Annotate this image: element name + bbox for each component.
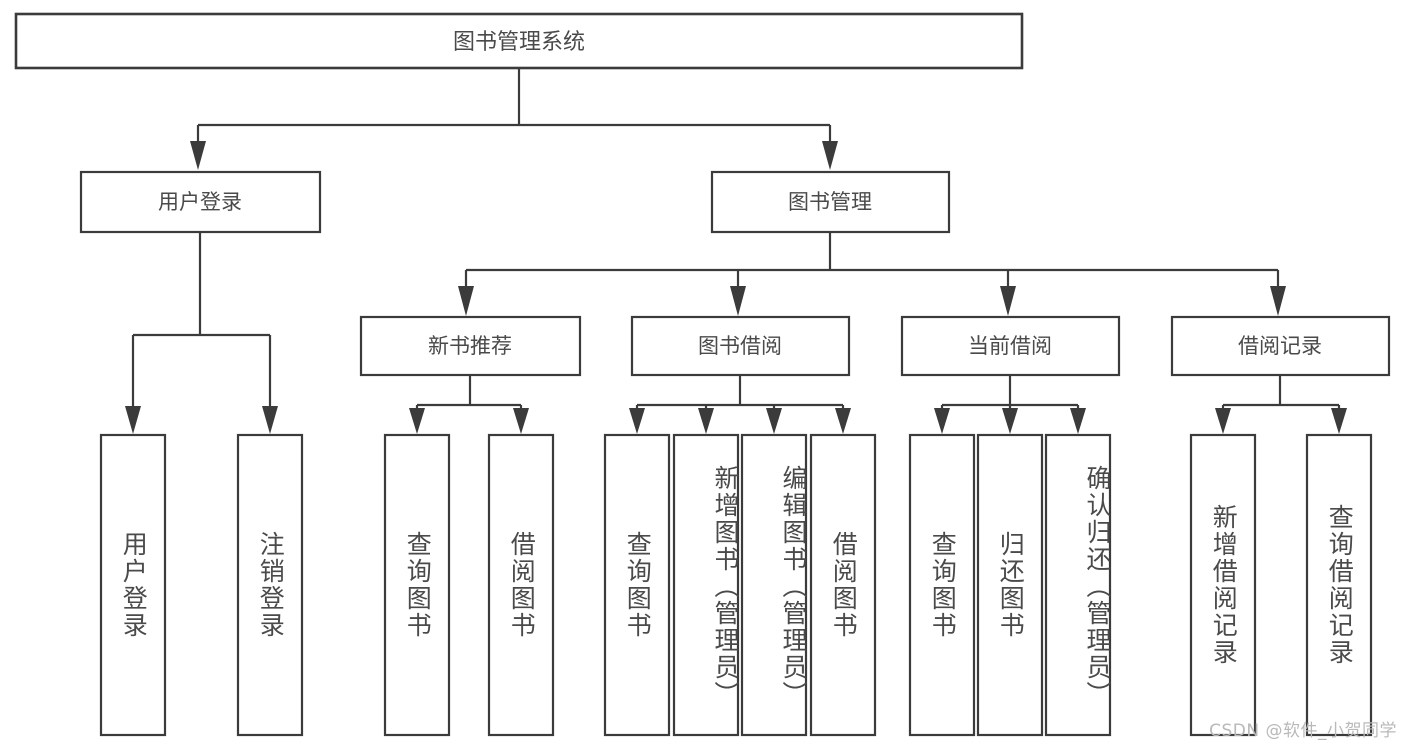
leaf-boxes-current-borrow: [908, 433, 1112, 737]
leaf-box-bb-borrow-book[interactable]: [809, 433, 877, 737]
new-book-recommend-label: 新书推荐: [428, 334, 512, 358]
arrow-to-leaf-br-1: [1215, 408, 1231, 434]
leaf-boxes-user-login: [99, 433, 304, 737]
node-book-manage[interactable]: 图书管理: [710, 170, 951, 234]
arrow-to-borrow-record: [1270, 286, 1286, 316]
leaf-boxes-borrow-record: [1189, 433, 1373, 737]
connector-group-borrow-record-to-leaves: [1215, 375, 1347, 434]
leaf-box-nbr-query-book[interactable]: [383, 433, 451, 737]
node-current-borrow[interactable]: 当前借阅: [900, 315, 1121, 377]
leaf-box-bb-edit-book[interactable]: [740, 433, 808, 737]
connector-group-book-borrow-to-leaves: [629, 375, 851, 434]
new-book-recommend-box[interactable]: [359, 315, 582, 377]
connector-group-new-book-recommend-to-leaves: [409, 375, 529, 434]
arrow-to-leaf-bb-1: [629, 408, 645, 434]
connector-group-user-login-to-leaves: [125, 232, 278, 434]
node-borrow-record[interactable]: 借阅记录: [1170, 315, 1391, 377]
leaf-box-cb-return-book[interactable]: [976, 433, 1044, 737]
arrow-to-new-book-recommend: [458, 286, 474, 316]
arrow-to-book-manage: [822, 141, 838, 170]
arrow-to-leaf-bb-2: [698, 408, 714, 434]
connector-group-book-manage-to-level3: [458, 232, 1286, 316]
arrow-to-user-login: [190, 141, 206, 170]
arrow-to-book-borrow: [730, 286, 746, 316]
leaf-box-bb-query-book[interactable]: [603, 433, 671, 737]
leaf-box-cb-confirm-return[interactable]: [1044, 433, 1112, 737]
arrow-to-leaf-cb-3: [1070, 408, 1086, 434]
user-login-label: 用户登录: [158, 190, 242, 214]
node-book-borrow[interactable]: 图书借阅: [630, 315, 851, 377]
node-user-login[interactable]: 用户登录: [79, 170, 322, 234]
leaf-box-bb-add-book[interactable]: [672, 433, 740, 737]
leaf-boxes-new-book-recommend: [383, 433, 555, 737]
borrow-record-label: 借阅记录: [1238, 334, 1322, 358]
csdn-watermark: CSDN @软件_小贺同学: [1209, 721, 1397, 741]
leaf-box-br-query-record[interactable]: [1305, 433, 1373, 737]
user-login-box[interactable]: [79, 170, 322, 234]
borrow-record-box[interactable]: [1170, 315, 1391, 377]
leaf-box-nbr-borrow-book[interactable]: [487, 433, 555, 737]
book-borrow-label: 图书借阅: [698, 334, 782, 358]
connector-group-root-to-level2: [190, 68, 838, 170]
node-root[interactable]: 图书管理系统: [14, 12, 1024, 70]
leaf-box-user-login[interactable]: [99, 433, 167, 737]
arrow-to-leaf-cb-1: [934, 408, 950, 434]
book-manage-box[interactable]: [710, 170, 951, 234]
arrow-to-current-borrow: [1000, 286, 1016, 316]
current-borrow-box[interactable]: [900, 315, 1121, 377]
arrow-to-leaf-bb-4: [835, 408, 851, 434]
leaf-box-cb-query-book[interactable]: [908, 433, 976, 737]
node-new-book-recommend[interactable]: 新书推荐: [359, 315, 582, 377]
leaf-boxes-book-borrow: [603, 433, 877, 737]
arrow-to-leaf-logout: [262, 406, 278, 434]
book-borrow-box[interactable]: [630, 315, 851, 377]
leaf-box-logout[interactable]: [236, 433, 304, 737]
leaf-box-br-add-record[interactable]: [1189, 433, 1257, 737]
connector-group-current-borrow-to-leaves: [934, 375, 1086, 434]
arrow-to-leaf-nbr-1: [409, 408, 425, 434]
current-borrow-label: 当前借阅: [968, 334, 1052, 358]
arrow-to-leaf-nbr-2: [513, 408, 529, 434]
arrow-to-leaf-bb-3: [766, 408, 782, 434]
book-manage-label: 图书管理: [788, 190, 872, 214]
arrow-to-leaf-user-login: [125, 406, 141, 434]
arrow-to-leaf-br-2: [1331, 408, 1347, 434]
arrow-to-leaf-cb-2: [1002, 408, 1018, 434]
root-box[interactable]: [14, 12, 1024, 70]
root-label: 图书管理系统: [453, 30, 585, 55]
